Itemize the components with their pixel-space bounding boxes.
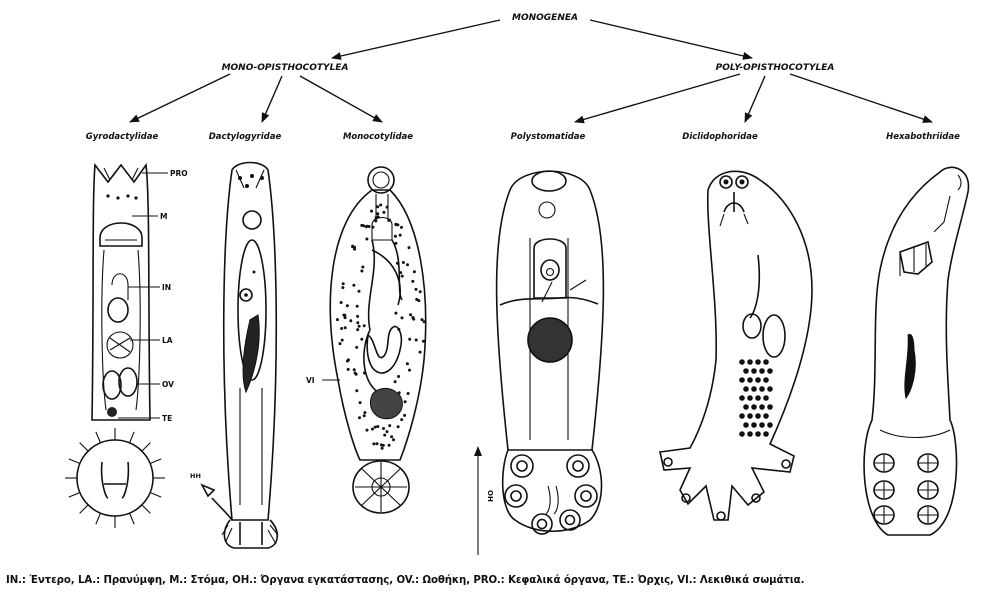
annotation-m: M	[160, 212, 167, 221]
family-label-hexabothriidae: Hexabothriidae	[886, 132, 960, 142]
figure-caption: IN.: Έντερο, LA.: Πρανύμφη, M.: Στόμα, O…	[6, 575, 1006, 586]
root-label: MONOGENEA	[512, 13, 578, 23]
family-label-gyrodactylidae: Gyrodactylidae	[86, 132, 159, 142]
annotation-hh: HH	[190, 472, 201, 480]
annotation-oh: OH	[486, 490, 494, 502]
annotation-pro: PRO	[170, 169, 188, 178]
annotation-te: TE	[162, 414, 172, 423]
diclidophoridae-specimen	[660, 171, 812, 520]
family-label-polystomatidae: Polystomatidae	[511, 132, 586, 142]
branch-label-mono: MONO-OPISTHOCOTYLEA	[222, 63, 349, 73]
gyrodactylidae-specimen	[65, 165, 165, 528]
annotation-in: IN	[162, 283, 171, 292]
annotation-vi: VI	[306, 376, 315, 385]
dactylogyridae-specimen	[202, 163, 278, 549]
annotation-ov: OV	[162, 380, 174, 389]
family-label-monocotylidae: Monocotylidae	[343, 132, 413, 142]
polystomatidae-specimen	[497, 171, 604, 534]
family-label-diclidophoridae: Diclidophoridae	[682, 132, 758, 142]
hexabothriidae-specimen	[864, 167, 968, 535]
annotation-la: LA	[162, 336, 173, 345]
family-label-dactylogyridae: Dactylogyridae	[209, 132, 282, 142]
oh-axis	[474, 446, 482, 555]
branch-label-poly: POLY-OPISTHOCOTYLEA	[716, 63, 835, 73]
monocotylidae-specimen	[330, 167, 425, 513]
